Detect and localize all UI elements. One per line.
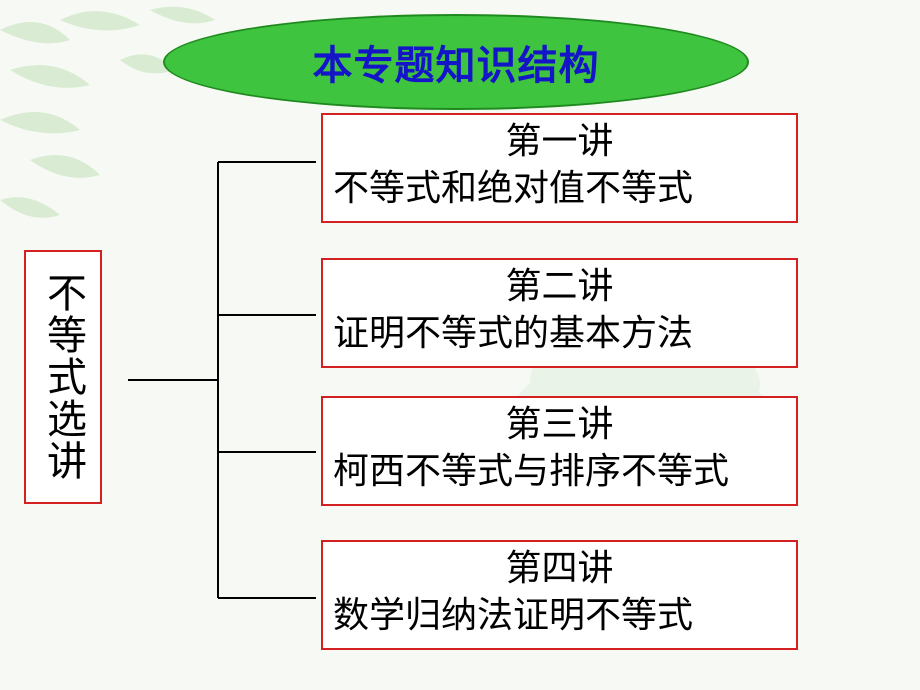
- diagram-title: 本专题知识结构: [312, 43, 600, 89]
- lecture-node-2: 第二讲 证明不等式的基本方法: [321, 258, 798, 368]
- lecture-node-1: 第一讲 不等式和绝对值不等式: [321, 113, 798, 223]
- lecture-number: 第三讲: [505, 404, 614, 445]
- lecture-topic: 数学归纳法证明不等式: [333, 595, 694, 636]
- lecture-topic: 证明不等式的基本方法: [333, 313, 694, 354]
- title-banner: 本专题知识结构: [163, 14, 749, 110]
- root-node: 不等式选讲: [24, 250, 102, 504]
- lecture-node-4: 第四讲 数学归纳法证明不等式: [321, 540, 798, 650]
- willow-leaves-decoration: [0, 6, 215, 218]
- lecture-topic: 不等式和绝对值不等式: [333, 168, 694, 209]
- lecture-topic: 柯西不等式与排序不等式: [333, 451, 730, 492]
- lecture-number: 第四讲: [505, 548, 614, 589]
- lecture-number: 第二讲: [505, 266, 614, 307]
- root-node-label: 不等式选讲: [40, 272, 86, 482]
- lecture-node-3: 第三讲 柯西不等式与排序不等式: [321, 396, 798, 506]
- lecture-number: 第一讲: [505, 121, 614, 162]
